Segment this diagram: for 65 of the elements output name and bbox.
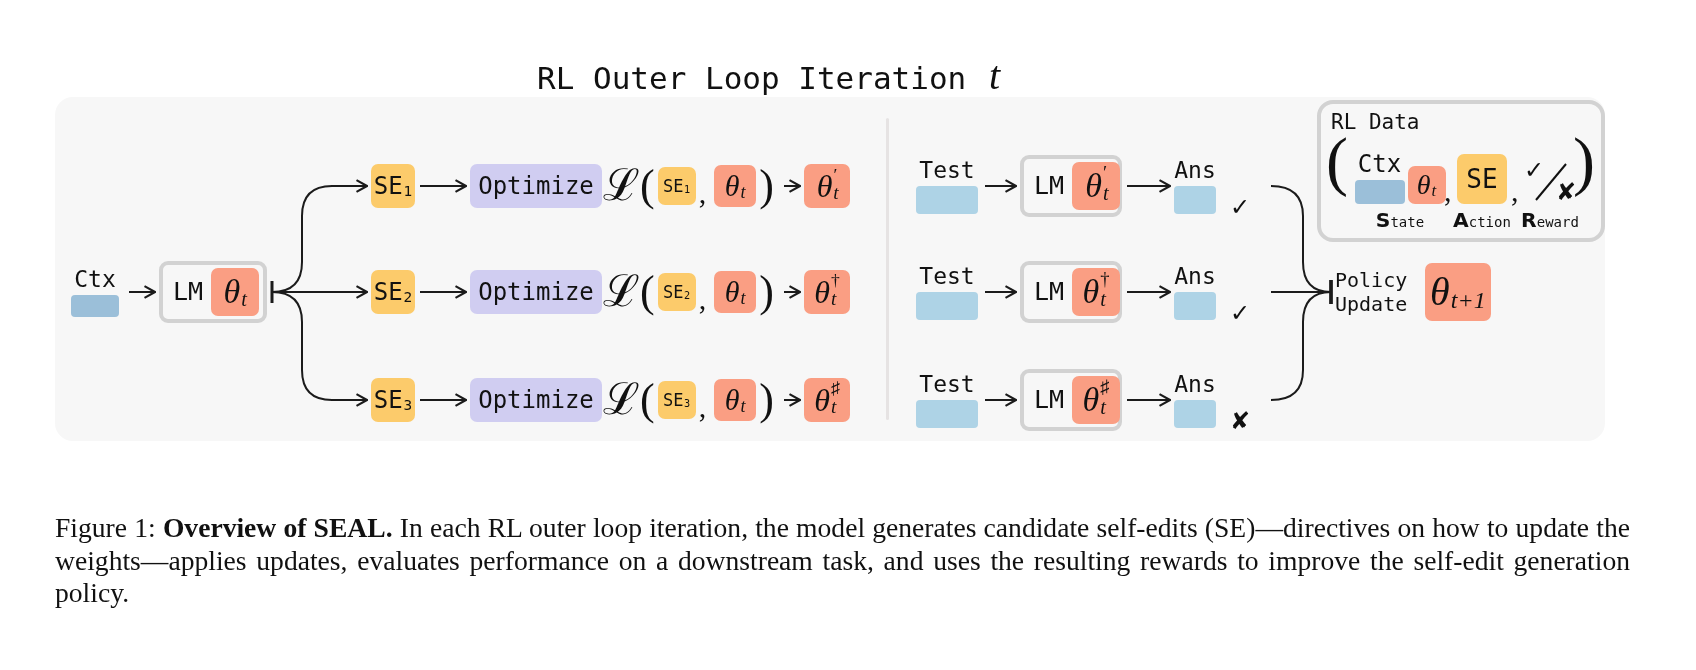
- cross-mark: ✘: [1555, 180, 1576, 204]
- arrow: [419, 285, 468, 299]
- arrow: [984, 179, 1018, 193]
- math-symbol: ): [759, 270, 774, 314]
- component-caption: Action: [1453, 210, 1511, 231]
- parameter-tag: θ$_{t}$: [714, 271, 757, 313]
- optimize-block: Optimize: [470, 270, 602, 314]
- answer-label: Ans: [1174, 371, 1216, 398]
- parameter-tag: θ$_{t}$: [1407, 166, 1446, 204]
- policy-update-label: Policy Update: [1335, 268, 1409, 316]
- result-mark: ✘: [1230, 409, 1251, 433]
- math-symbol: ,: [698, 178, 707, 208]
- arrow: [1126, 179, 1172, 193]
- arrow: [783, 179, 802, 193]
- arrow: [419, 179, 468, 193]
- answer-label: Ans: [1174, 157, 1216, 184]
- arrow: [984, 393, 1018, 407]
- result-mark: ✓: [1230, 301, 1251, 325]
- optimize-block: Optimize: [470, 164, 602, 208]
- result-mark: ✓: [1230, 195, 1251, 219]
- model-label: LM: [1034, 278, 1065, 306]
- self-edit-tag: SE: [1457, 154, 1507, 204]
- arrow: [419, 393, 468, 407]
- arrow: [984, 285, 1018, 299]
- math-symbol: ): [759, 164, 774, 208]
- merge-connector: [1270, 278, 1334, 401]
- figure-caption: Figure 1: Overview of SEAL. In each RL outer loop iteration, the model generates candidate self-edits (SE)—directives on how to update the weights—applies updates, evaluates performance on a downstream task, and uses the resulting rewards to improve the self-edit generation policy.: [55, 512, 1630, 610]
- model-label: LM: [173, 278, 204, 306]
- math-symbol: ℒ(: [603, 164, 655, 208]
- arrow: [783, 285, 802, 299]
- arrow: [1126, 285, 1172, 299]
- model-box: [1020, 261, 1122, 323]
- state-label: Ctx: [1357, 150, 1402, 177]
- diagram-title: RL Outer Loop Iteration t: [537, 52, 1001, 99]
- input-label: Test: [919, 263, 975, 290]
- arrow: [1126, 393, 1172, 407]
- check-mark: ✓: [1524, 158, 1545, 182]
- component-caption: State: [1375, 210, 1425, 231]
- math-symbol: ): [759, 378, 774, 422]
- optimize-block: Optimize: [470, 378, 602, 422]
- math-symbol: ,: [698, 392, 707, 422]
- arrow: [128, 285, 157, 299]
- model-box: [159, 261, 267, 323]
- answer-label: Ans: [1174, 263, 1216, 290]
- comma: ,: [1444, 176, 1452, 206]
- comma: ,: [1511, 176, 1519, 206]
- arrow: [783, 393, 802, 407]
- parameter-tag: θ$_{t}$: [714, 165, 757, 207]
- input-label: Ctx: [74, 266, 116, 293]
- input-label: Test: [919, 157, 975, 184]
- model-box: [1020, 369, 1122, 431]
- parameter-tag: θ$_{t}$: [211, 268, 260, 316]
- component-caption: Reward: [1521, 210, 1579, 231]
- model-label: LM: [1034, 172, 1065, 200]
- parameter-tag: θ$_{t}$: [714, 379, 757, 421]
- math-symbol: ℒ(: [603, 270, 655, 314]
- model-box: [1020, 155, 1122, 217]
- model-label: LM: [1034, 386, 1065, 414]
- math-symbol: ,: [698, 284, 707, 314]
- arrow: [271, 291, 369, 407]
- rl-data-panel: [1317, 100, 1605, 242]
- parameter-tag: θ$_{t+1}$: [1425, 263, 1491, 321]
- math-symbol: ℒ(: [603, 378, 655, 422]
- input-label: Test: [919, 371, 975, 398]
- panel-heading: RL Data: [1331, 110, 1420, 134]
